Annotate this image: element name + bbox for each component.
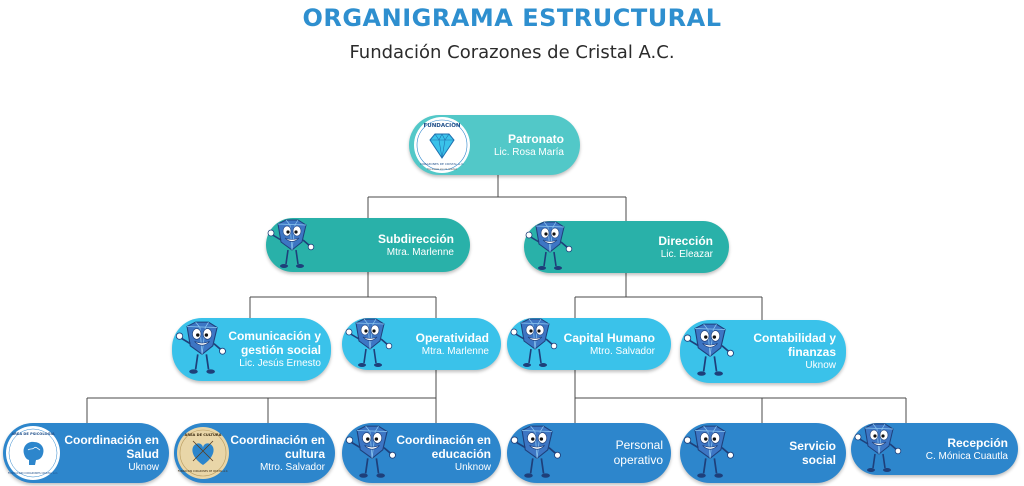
node-person: Lic. Rosa María — [493, 146, 564, 158]
node-person: Lic. Eleazar — [660, 248, 713, 260]
mascot-icon — [683, 323, 735, 377]
node-patronato[interactable]: FUNDACION CORAZONES DE CRISTAL A.C. Tus … — [409, 115, 580, 175]
node-person: Unknow — [454, 461, 491, 473]
psychology-seal-icon: AREA DE PSICOLOGIA FUNDACION CORAZONES C… — [6, 426, 60, 480]
svg-text:FUNDACION CORAZONES DE CRISTAL: FUNDACION CORAZONES DE CRISTAL A.C. — [178, 470, 229, 473]
node-capital-humano[interactable]: Capital Humano Mtro. Salvador — [507, 318, 671, 370]
node-recepcion[interactable]: Recepción C. Mónica Cuautla — [851, 423, 1018, 475]
mascot-icon — [510, 425, 562, 479]
mascot-icon — [175, 321, 227, 375]
node-title: Personal operativo — [613, 438, 663, 467]
node-title: Operatividad — [415, 330, 489, 345]
node-servicio-social[interactable]: Servicio social — [680, 423, 846, 483]
mascot-icon — [683, 425, 735, 479]
node-direccion[interactable]: Dirección Lic. Eleazar — [524, 221, 729, 273]
svg-text:CORAZONES DE CRISTAL A.C.: CORAZONES DE CRISTAL A.C. — [420, 162, 464, 166]
mascot-icon — [525, 221, 573, 271]
node-person: Lic. Jesús Ernesto — [239, 358, 321, 369]
node-title: Contabilidad y finanzas — [753, 331, 836, 359]
node-person: Mtro. Salvador — [589, 345, 655, 357]
culture-seal-icon: AREA DE CULTURA FUNDACION CORAZONES DE C… — [177, 427, 229, 479]
node-coord-salud[interactable]: AREA DE PSICOLOGIA FUNDACION CORAZONES C… — [3, 423, 169, 483]
node-title: Coordinación en Salud — [64, 432, 159, 461]
svg-text:AREA DE PSICOLOGIA: AREA DE PSICOLOGIA — [11, 432, 54, 436]
mascot-icon — [267, 219, 315, 269]
svg-text:FUNDACION CORAZONES CRISTAL A.: FUNDACION CORAZONES CRISTAL A.C. — [8, 471, 58, 475]
svg-text:AREA DE CULTURA: AREA DE CULTURA — [185, 433, 222, 437]
node-title: Coordinación en educación — [396, 432, 491, 461]
node-title: Subdirección — [377, 231, 454, 246]
node-title: Capital Humano — [563, 330, 655, 345]
node-coord-cultura[interactable]: AREA DE CULTURA FUNDACION CORAZONES DE C… — [174, 423, 335, 483]
node-title: Coordinación en cultura — [230, 432, 325, 461]
node-person: Mtra. Marlenne — [421, 345, 489, 357]
node-person: Uknow — [805, 360, 836, 371]
mascot-icon — [345, 318, 393, 368]
mascot-icon — [510, 318, 558, 368]
page-title: ORGANIGRAMA ESTRUCTURAL — [302, 4, 722, 32]
node-title: Dirección — [658, 233, 713, 248]
mascot-icon — [854, 423, 902, 473]
node-operatividad[interactable]: Operatividad Mtra. Marlenne — [342, 318, 501, 370]
node-person: Mtra. Marlenne — [386, 246, 454, 258]
node-person: C. Mónica Cuautla — [925, 450, 1008, 462]
node-coord-educacion[interactable]: Coordinación en educación Unknow — [342, 423, 501, 483]
svg-text:FUNDACION: FUNDACION — [423, 123, 460, 129]
svg-text:Tus sueños son mi realidad: Tus sueños son mi realidad — [427, 168, 457, 171]
node-title: Recepción — [947, 435, 1008, 450]
page-subtitle: Fundación Corazones de Cristal A.C. — [349, 42, 675, 63]
node-person: Mtro. Salvador — [259, 461, 325, 473]
node-subdireccion[interactable]: Subdirección Mtra. Marlenne — [266, 218, 470, 272]
node-person: Uknow — [128, 461, 159, 473]
node-comunicacion[interactable]: Comunicación y gestión social Lic. Jesús… — [172, 318, 331, 381]
node-title: Comunicación y gestión social — [228, 329, 321, 357]
node-contabilidad[interactable]: Contabilidad y finanzas Uknow — [680, 320, 846, 383]
node-personal-operativo[interactable]: Personal operativo — [507, 423, 671, 483]
node-title: Patronato — [507, 131, 564, 146]
node-title: Servicio social — [789, 439, 836, 467]
foundation-logo-icon: FUNDACION CORAZONES DE CRISTAL A.C. Tus … — [414, 117, 470, 173]
mascot-icon — [345, 425, 397, 479]
